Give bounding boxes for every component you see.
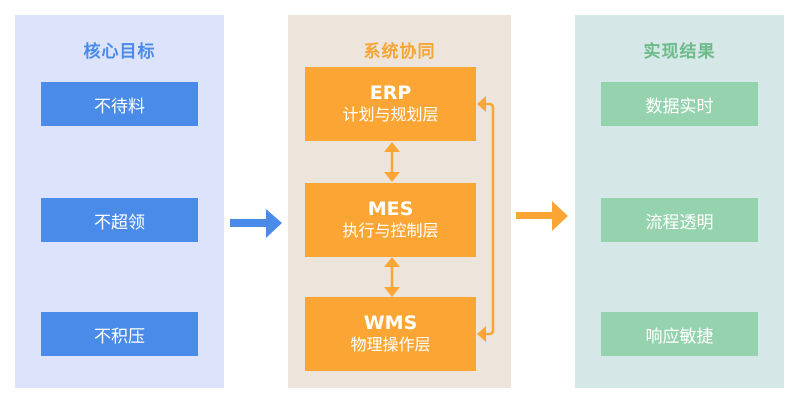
system-collaboration-title: 系统协同 (363, 42, 436, 62)
goal-item: 不待料 (41, 82, 198, 126)
wms-box: WMS 物理操作层 (305, 297, 476, 371)
core-goals-panel: 核心目标 不待料 不超领 不积压 (15, 15, 224, 388)
results-panel: 实现结果 数据实时 流程透明 响应敏捷 (575, 15, 784, 388)
goal-item: 不超领 (41, 198, 198, 242)
orange-right-arrow-icon (516, 201, 568, 231)
system-collaboration-panel: 系统协同 ERP 计划与规划层 MES 执行与控制层 WMS 物理操作层 (288, 15, 511, 388)
mes-label: MES (367, 198, 414, 220)
blue-right-arrow-icon (230, 209, 282, 238)
result-item: 响应敏捷 (601, 312, 758, 356)
wms-label: WMS (363, 312, 418, 334)
result-item: 数据实时 (601, 82, 758, 126)
core-goals-title: 核心目标 (83, 42, 156, 62)
goal-item: 不积压 (41, 312, 198, 356)
wms-description: 物理操作层 (350, 335, 431, 354)
result-item: 流程透明 (601, 198, 758, 242)
mes-box: MES 执行与控制层 (305, 183, 476, 257)
mes-description: 执行与控制层 (342, 221, 439, 240)
results-title: 实现结果 (643, 42, 716, 62)
erp-label: ERP (369, 82, 412, 104)
erp-box: ERP 计划与规划层 (305, 67, 476, 141)
erp-description: 计划与规划层 (342, 105, 439, 124)
